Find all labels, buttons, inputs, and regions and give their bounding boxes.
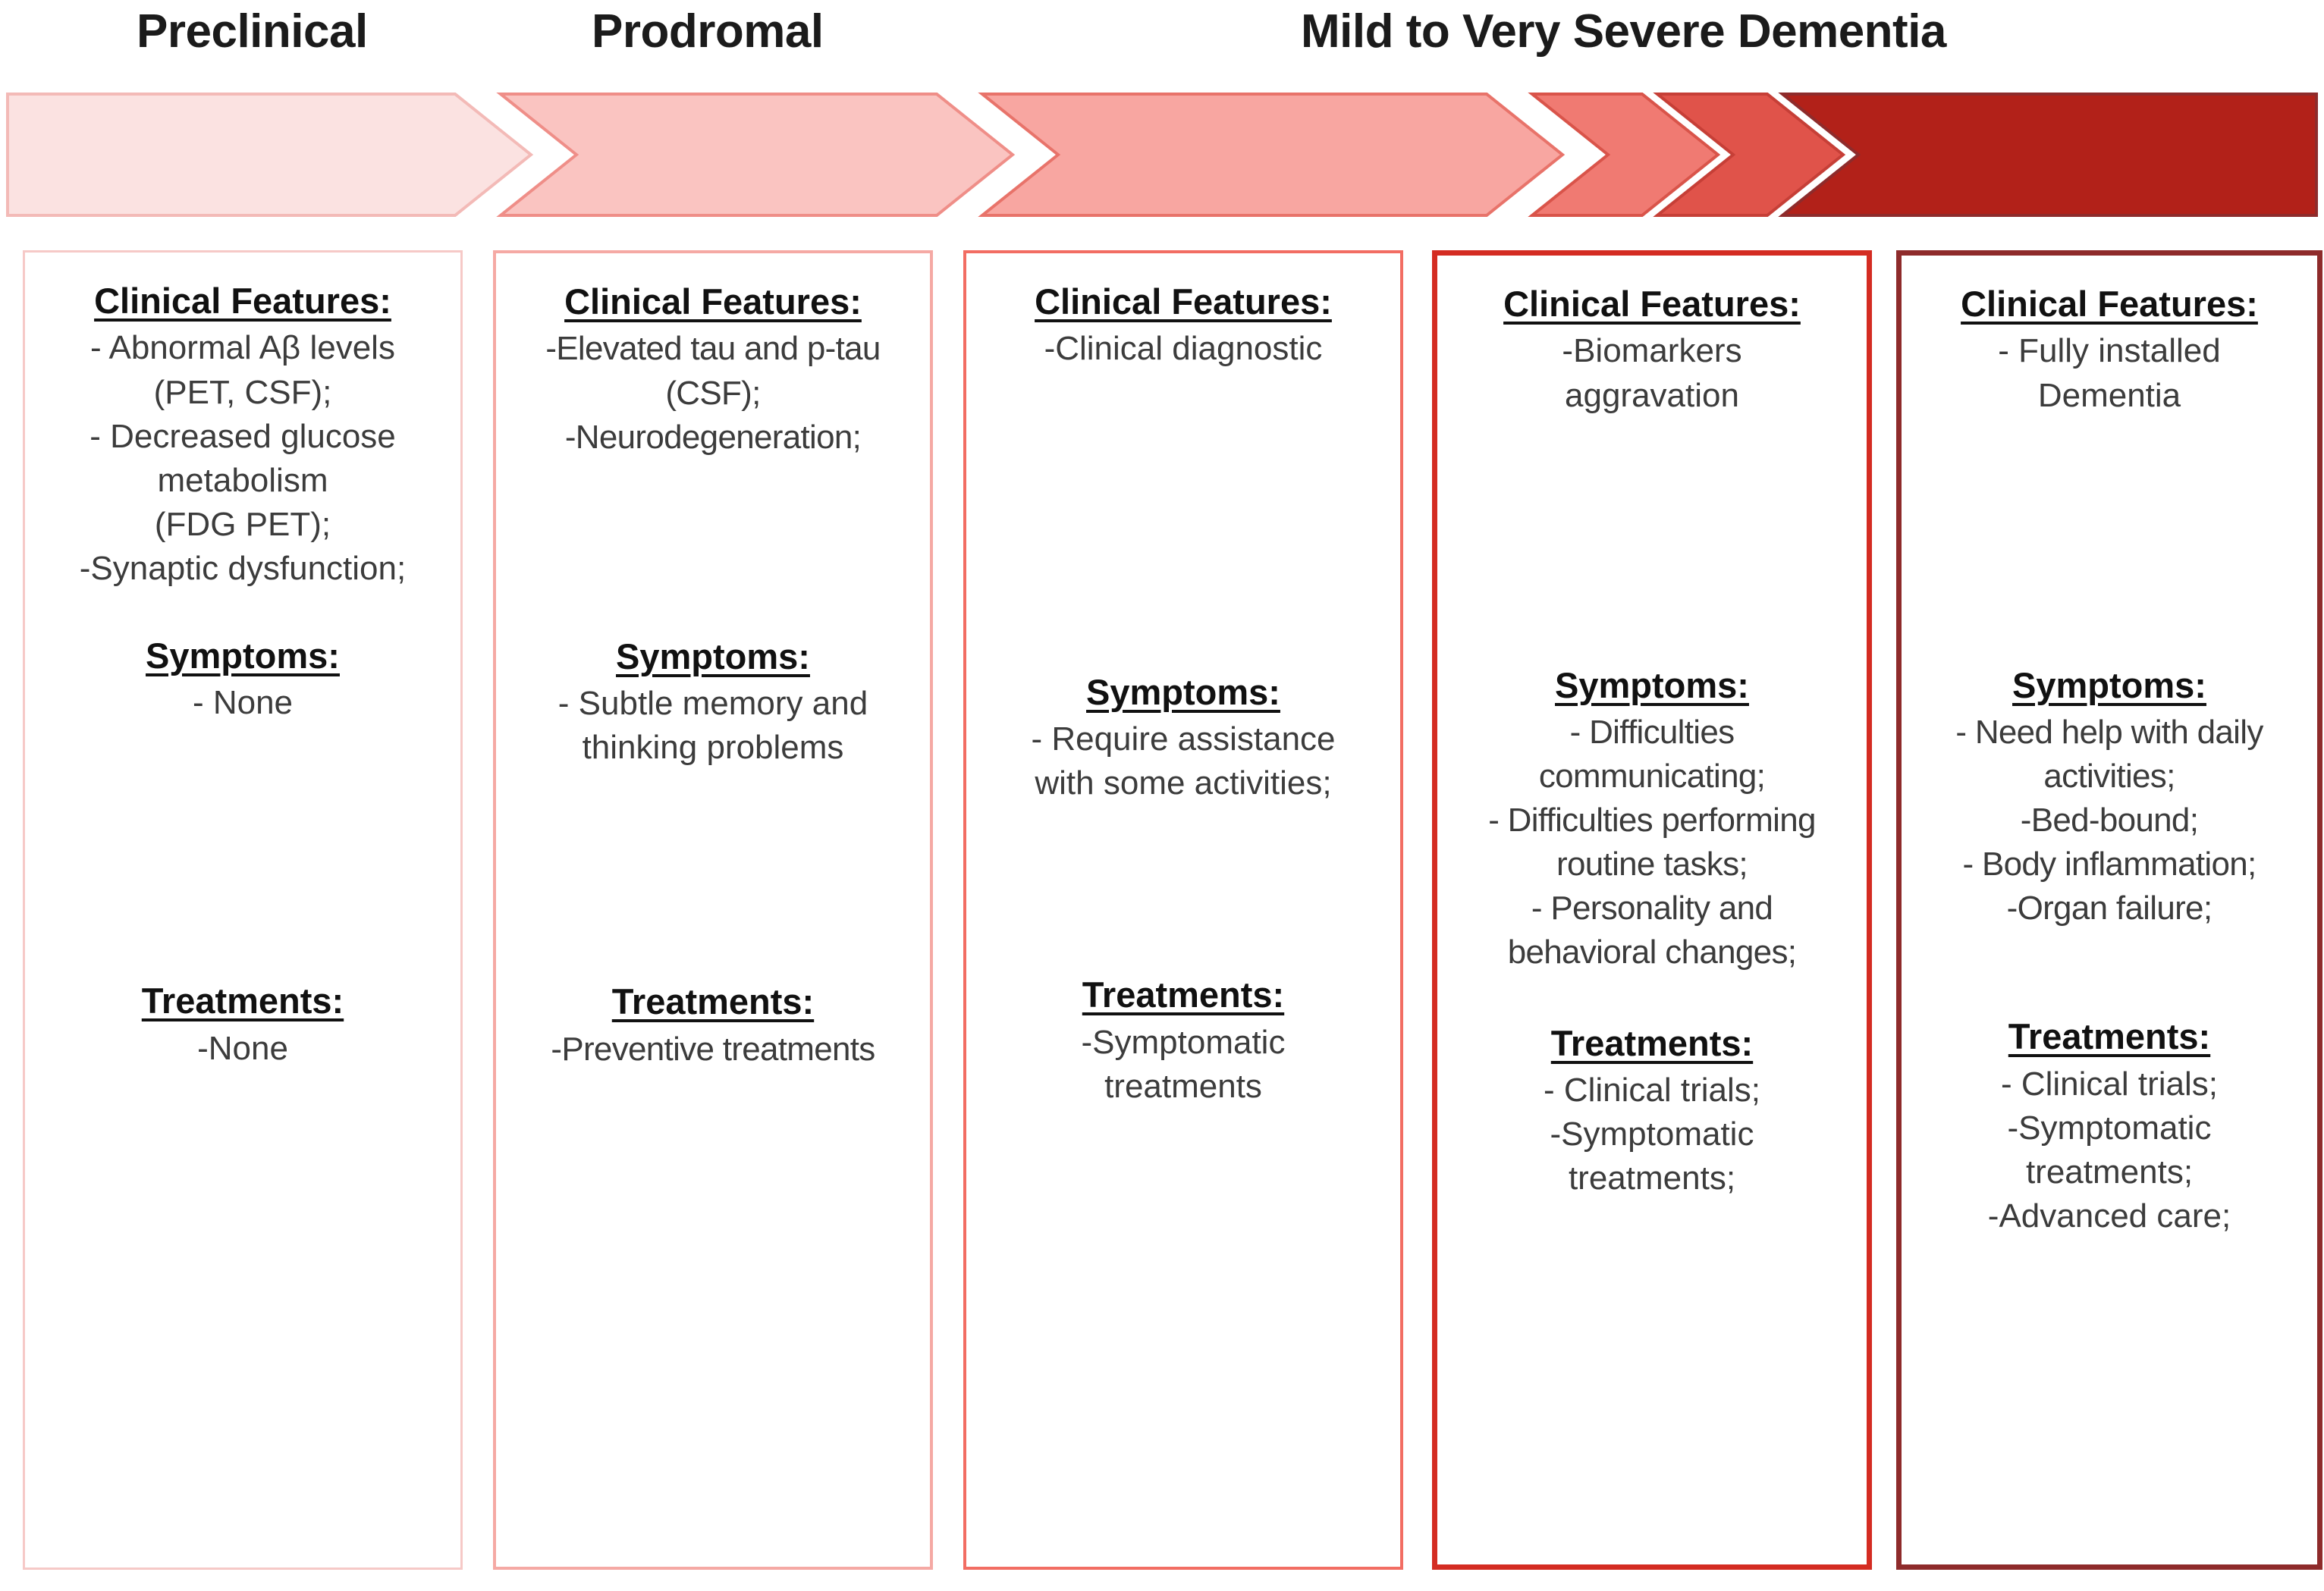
section-clinical-features: Clinical Features: -Elevated tau and p-t…	[504, 281, 922, 460]
section-treatments: Treatments: -None	[33, 980, 453, 1071]
clinical-features-heading: Clinical Features:	[564, 281, 862, 322]
treatments-body: -Preventive treatments	[551, 1030, 875, 1068]
arrow-segment-prodromal	[496, 93, 1016, 217]
section-treatments: Treatments: -Preventive treatments	[504, 981, 922, 1072]
stage-card-very-severe[interactable]: Clinical Features: - Fully installed Dem…	[1896, 250, 2322, 1570]
symptoms-heading: Symptoms:	[1555, 664, 1749, 705]
section-treatments: Treatments: - Clinical trials; -Symptoma…	[1445, 1022, 1859, 1201]
treatments-heading: Treatments:	[611, 981, 815, 1022]
stage-card-prodromal[interactable]: Clinical Features: -Elevated tau and p-t…	[493, 250, 933, 1570]
clinical-features-body: -Clinical diagnostic	[1044, 330, 1323, 368]
treatments-heading: Treatments:	[2008, 1016, 2211, 1057]
stage-label-preclinical: Preclinical	[137, 5, 368, 58]
section-symptoms: Symptoms: - Need help with daily activit…	[1909, 664, 2310, 931]
section-clinical-features: Clinical Features: -Biomarkers aggravati…	[1445, 283, 1859, 418]
stage-card-preclinical[interactable]: Clinical Features: - Abnormal Aβ levels …	[23, 250, 463, 1570]
treatments-body: -None	[197, 1029, 288, 1067]
section-treatments: Treatments: -Symptomatic treatments	[974, 974, 1393, 1109]
symptoms-body: - None	[192, 684, 294, 722]
clinical-features-body: - Abnormal Aβ levels (PET, CSF); - Decre…	[79, 329, 407, 587]
arrow-segment-very-severe	[1778, 93, 2318, 217]
arrow-segment-preclinical	[6, 93, 534, 217]
symptoms-heading: Symptoms:	[616, 635, 810, 676]
treatments-body: -Symptomatic treatments	[1081, 1023, 1286, 1105]
stage-labels-row: Preclinical Prodromal Mild to Very Sever…	[0, 0, 2324, 89]
stage-cards-row: Clinical Features: - Abnormal Aβ levels …	[0, 250, 2324, 1570]
section-symptoms: Symptoms: - None	[33, 635, 453, 726]
symptoms-heading: Symptoms:	[146, 635, 340, 676]
symptoms-body: - Difficulties communicating; - Difficul…	[1488, 714, 1816, 971]
treatments-heading: Treatments:	[141, 981, 344, 1021]
symptoms-body: - Require assistance with some activitie…	[1031, 720, 1336, 802]
stage-label-prodromal: Prodromal	[592, 5, 824, 58]
clinical-features-heading: Clinical Features:	[1035, 281, 1332, 322]
section-clinical-features: Clinical Features: - Fully installed Dem…	[1909, 283, 2310, 418]
clinical-features-body: -Biomarkers aggravation	[1562, 332, 1742, 414]
stage-card-mild[interactable]: Clinical Features: -Clinical diagnostic …	[963, 250, 1403, 1570]
treatments-body: - Clinical trials; -Symptomatic treatmen…	[1987, 1065, 2231, 1235]
progression-arrow-band	[0, 89, 2324, 220]
arrow-segment-mild	[978, 93, 1566, 217]
clinical-features-body: - Fully installed Dementia	[1998, 332, 2221, 414]
section-clinical-features: Clinical Features: - Abnormal Aβ levels …	[33, 280, 453, 591]
section-symptoms: Symptoms: - Require assistance with some…	[974, 671, 1393, 806]
clinical-features-heading: Clinical Features:	[94, 281, 391, 321]
section-treatments: Treatments: - Clinical trials; -Symptoma…	[1909, 1015, 2310, 1238]
symptoms-heading: Symptoms:	[2012, 664, 2206, 705]
treatments-body: - Clinical trials; -Symptomatic treatmen…	[1543, 1071, 1761, 1197]
symptoms-heading: Symptoms:	[1086, 671, 1280, 712]
arrow-segment-severe	[1653, 93, 1846, 217]
stage-label-dementia: Mild to Very Severe Dementia	[1301, 5, 1946, 58]
clinical-features-body: -Elevated tau and p-tau (CSF); -Neurodeg…	[545, 330, 881, 456]
treatments-heading: Treatments:	[1550, 1022, 1754, 1063]
section-clinical-features: Clinical Features: -Clinical diagnostic	[974, 281, 1393, 372]
arrow-segment-moderate	[1528, 93, 1721, 217]
section-symptoms: Symptoms: - Difficulties communicating; …	[1445, 664, 1859, 975]
symptoms-body: - Need help with daily activities; -Bed-…	[1955, 714, 2263, 927]
clinical-features-heading: Clinical Features:	[1961, 284, 2258, 324]
section-symptoms: Symptoms: - Subtle memory and thinking p…	[504, 635, 922, 770]
treatments-heading: Treatments:	[1082, 974, 1285, 1015]
symptoms-body: - Subtle memory and thinking problems	[557, 685, 868, 767]
clinical-features-heading: Clinical Features:	[1503, 284, 1801, 324]
stage-card-moderate[interactable]: Clinical Features: -Biomarkers aggravati…	[1432, 250, 1872, 1570]
